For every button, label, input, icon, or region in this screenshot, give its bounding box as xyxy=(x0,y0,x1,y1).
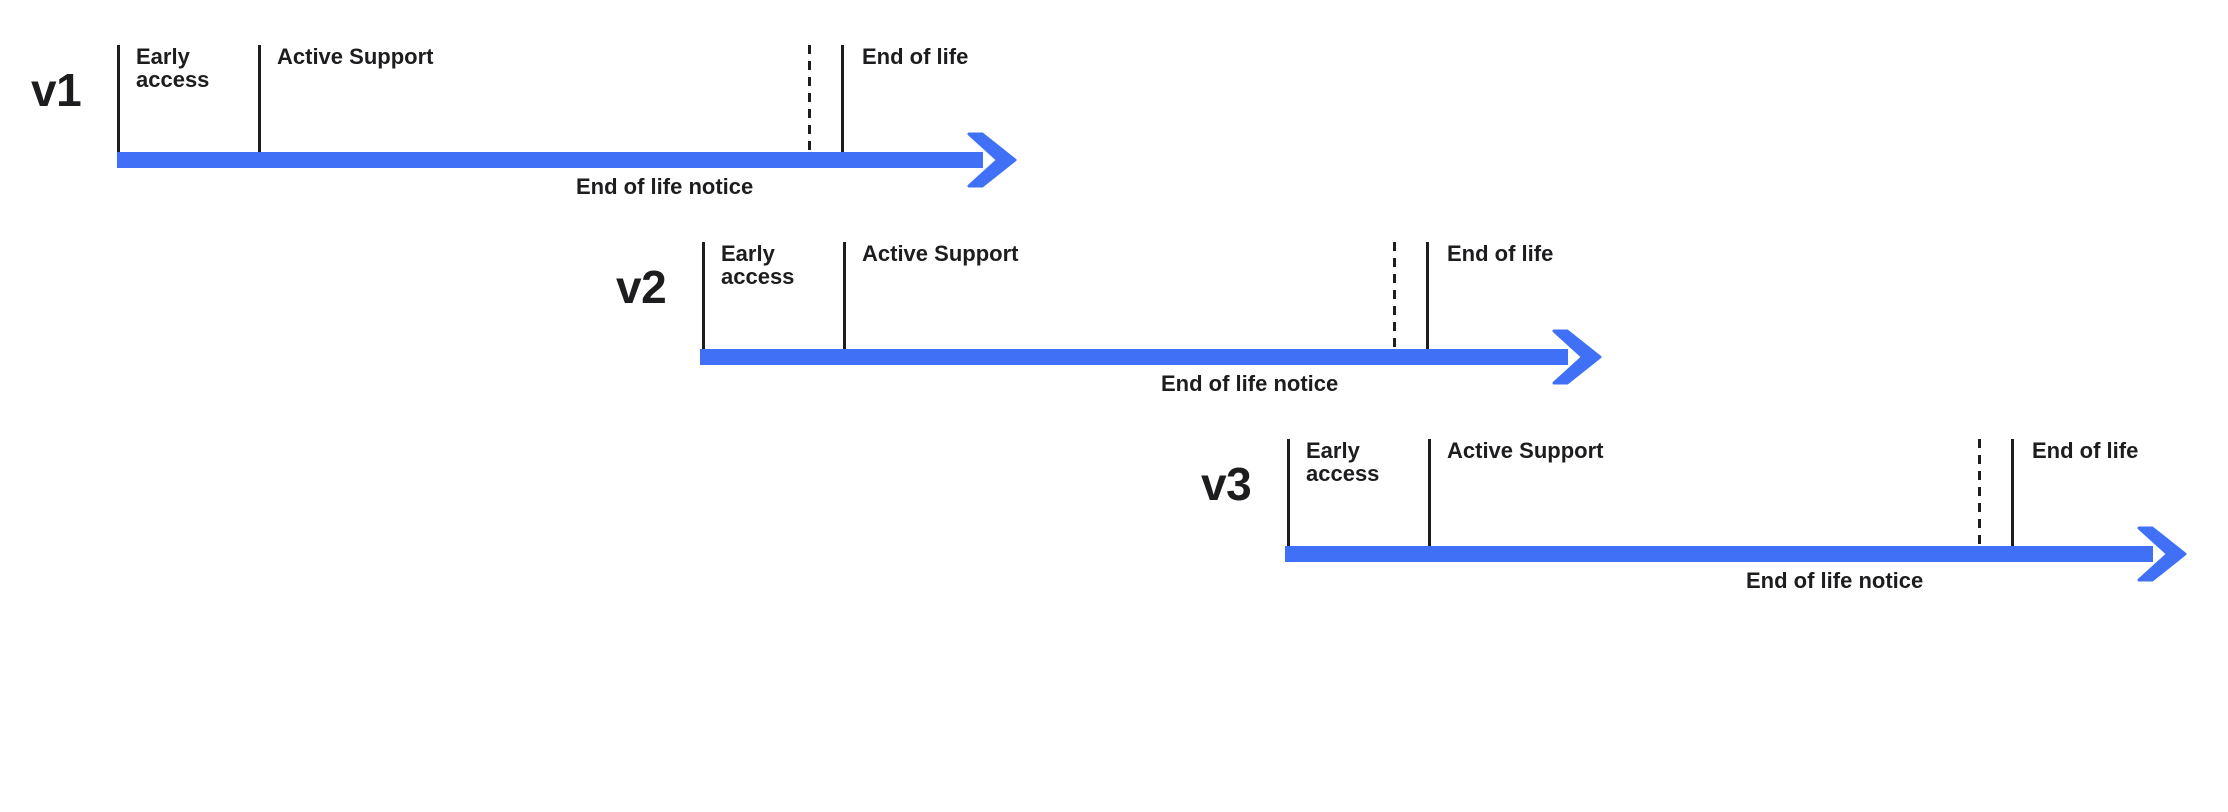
phase-divider-2 xyxy=(258,45,261,152)
timeline-arrow-v3 xyxy=(1285,526,2187,582)
phase-divider-1 xyxy=(702,242,705,349)
phase-label-early-access: Early access xyxy=(1306,438,1380,486)
version-label-v3: v3 xyxy=(1201,458,1252,510)
phase-label-end-of-life: End of life xyxy=(2032,438,2139,463)
phase-label-active-support: Active Support xyxy=(1447,438,1604,463)
end-of-life-notice-marker xyxy=(808,45,811,152)
phase-label-early-access: Early access xyxy=(136,44,210,92)
version-label-v1: v1 xyxy=(31,64,82,116)
phase-divider-3 xyxy=(841,45,844,152)
version-label-v2: v2 xyxy=(616,261,667,313)
phase-divider-1 xyxy=(1287,439,1290,546)
phase-divider-3 xyxy=(1426,242,1429,349)
phase-label-end-of-life: End of life xyxy=(862,44,969,69)
phase-divider-2 xyxy=(1428,439,1431,546)
phase-label-active-support: Active Support xyxy=(277,44,434,69)
phase-label-end-of-life: End of life xyxy=(1447,241,1554,266)
end-of-life-notice-caption: End of life notice xyxy=(1746,568,1924,593)
timeline-arrow-v2 xyxy=(700,329,1602,385)
phase-divider-1 xyxy=(117,45,120,152)
end-of-life-notice-caption: End of life notice xyxy=(576,174,754,199)
phase-divider-2 xyxy=(843,242,846,349)
phase-divider-3 xyxy=(2011,439,2014,546)
end-of-life-notice-marker xyxy=(1393,242,1396,349)
end-of-life-notice-marker xyxy=(1978,439,1981,546)
timeline-arrow-v1 xyxy=(117,132,1017,188)
phase-label-early-access: Early access xyxy=(721,241,795,289)
phase-label-active-support: Active Support xyxy=(862,241,1019,266)
end-of-life-notice-caption: End of life notice xyxy=(1161,371,1339,396)
